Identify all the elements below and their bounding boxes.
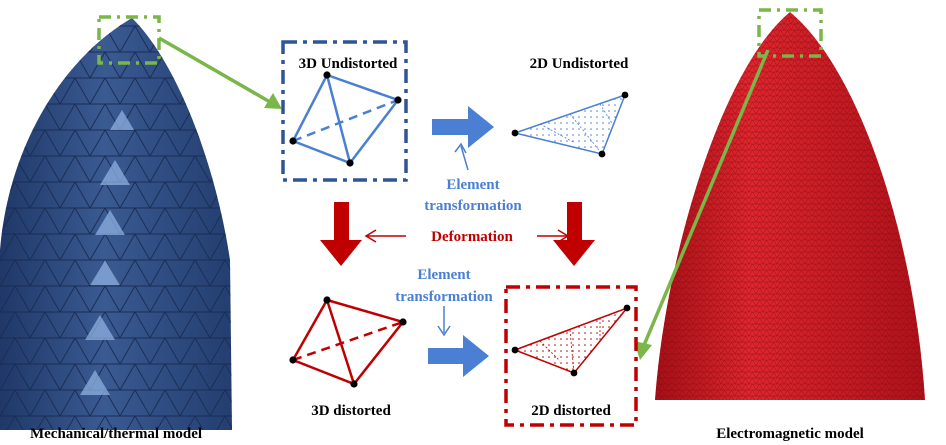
tetra-3d-undistorted: [291, 73, 401, 165]
mechanical-model-mesh: [0, 18, 232, 430]
label-3d-distorted: 3D distorted: [311, 403, 391, 419]
pointer-arrows: [364, 142, 570, 337]
label-2d-distorted: 2D distorted: [531, 403, 611, 419]
label-3d-undistorted: 3D Undistorted: [299, 56, 398, 72]
triangle-2d-distorted: [511, 304, 631, 377]
transform-arrow-top: [432, 106, 494, 148]
label-element-transformation-top-2: transformation: [424, 198, 522, 214]
frame-3d-undistorted: [281, 40, 408, 182]
triangle-2d-undistorted: [511, 91, 629, 158]
tetra-3d-undistorted-nodes: [289, 71, 402, 167]
transform-arrow-bottom: [428, 335, 489, 377]
label-2d-undistorted: 2D Undistorted: [530, 56, 629, 72]
deformation-arrow-right: [553, 202, 595, 266]
label-deformation: Deformation: [431, 229, 513, 245]
tetra-3d-distorted-nodes: [289, 296, 407, 388]
electromagnetic-model-mesh: [655, 12, 925, 400]
tetra-3d-distorted: [291, 298, 406, 386]
zoom-callouts: [97, 8, 823, 360]
label-mechanical-model: Mechanical/thermal model: [30, 426, 202, 442]
highlight-panels: [80, 110, 134, 395]
label-element-transformation-top-1: Element: [446, 177, 499, 193]
leader-line-left: [158, 36, 278, 108]
frame-2d-distorted: [504, 285, 638, 427]
deformation-arrow-left: [320, 202, 362, 266]
leader-line-right: [640, 49, 770, 351]
label-element-transformation-bottom-1: Element: [417, 267, 470, 283]
zoom-box-right: [757, 8, 823, 58]
label-element-transformation-bottom-2: transformation: [395, 289, 493, 305]
label-electromagnetic-model: Electromagnetic model: [716, 426, 864, 442]
